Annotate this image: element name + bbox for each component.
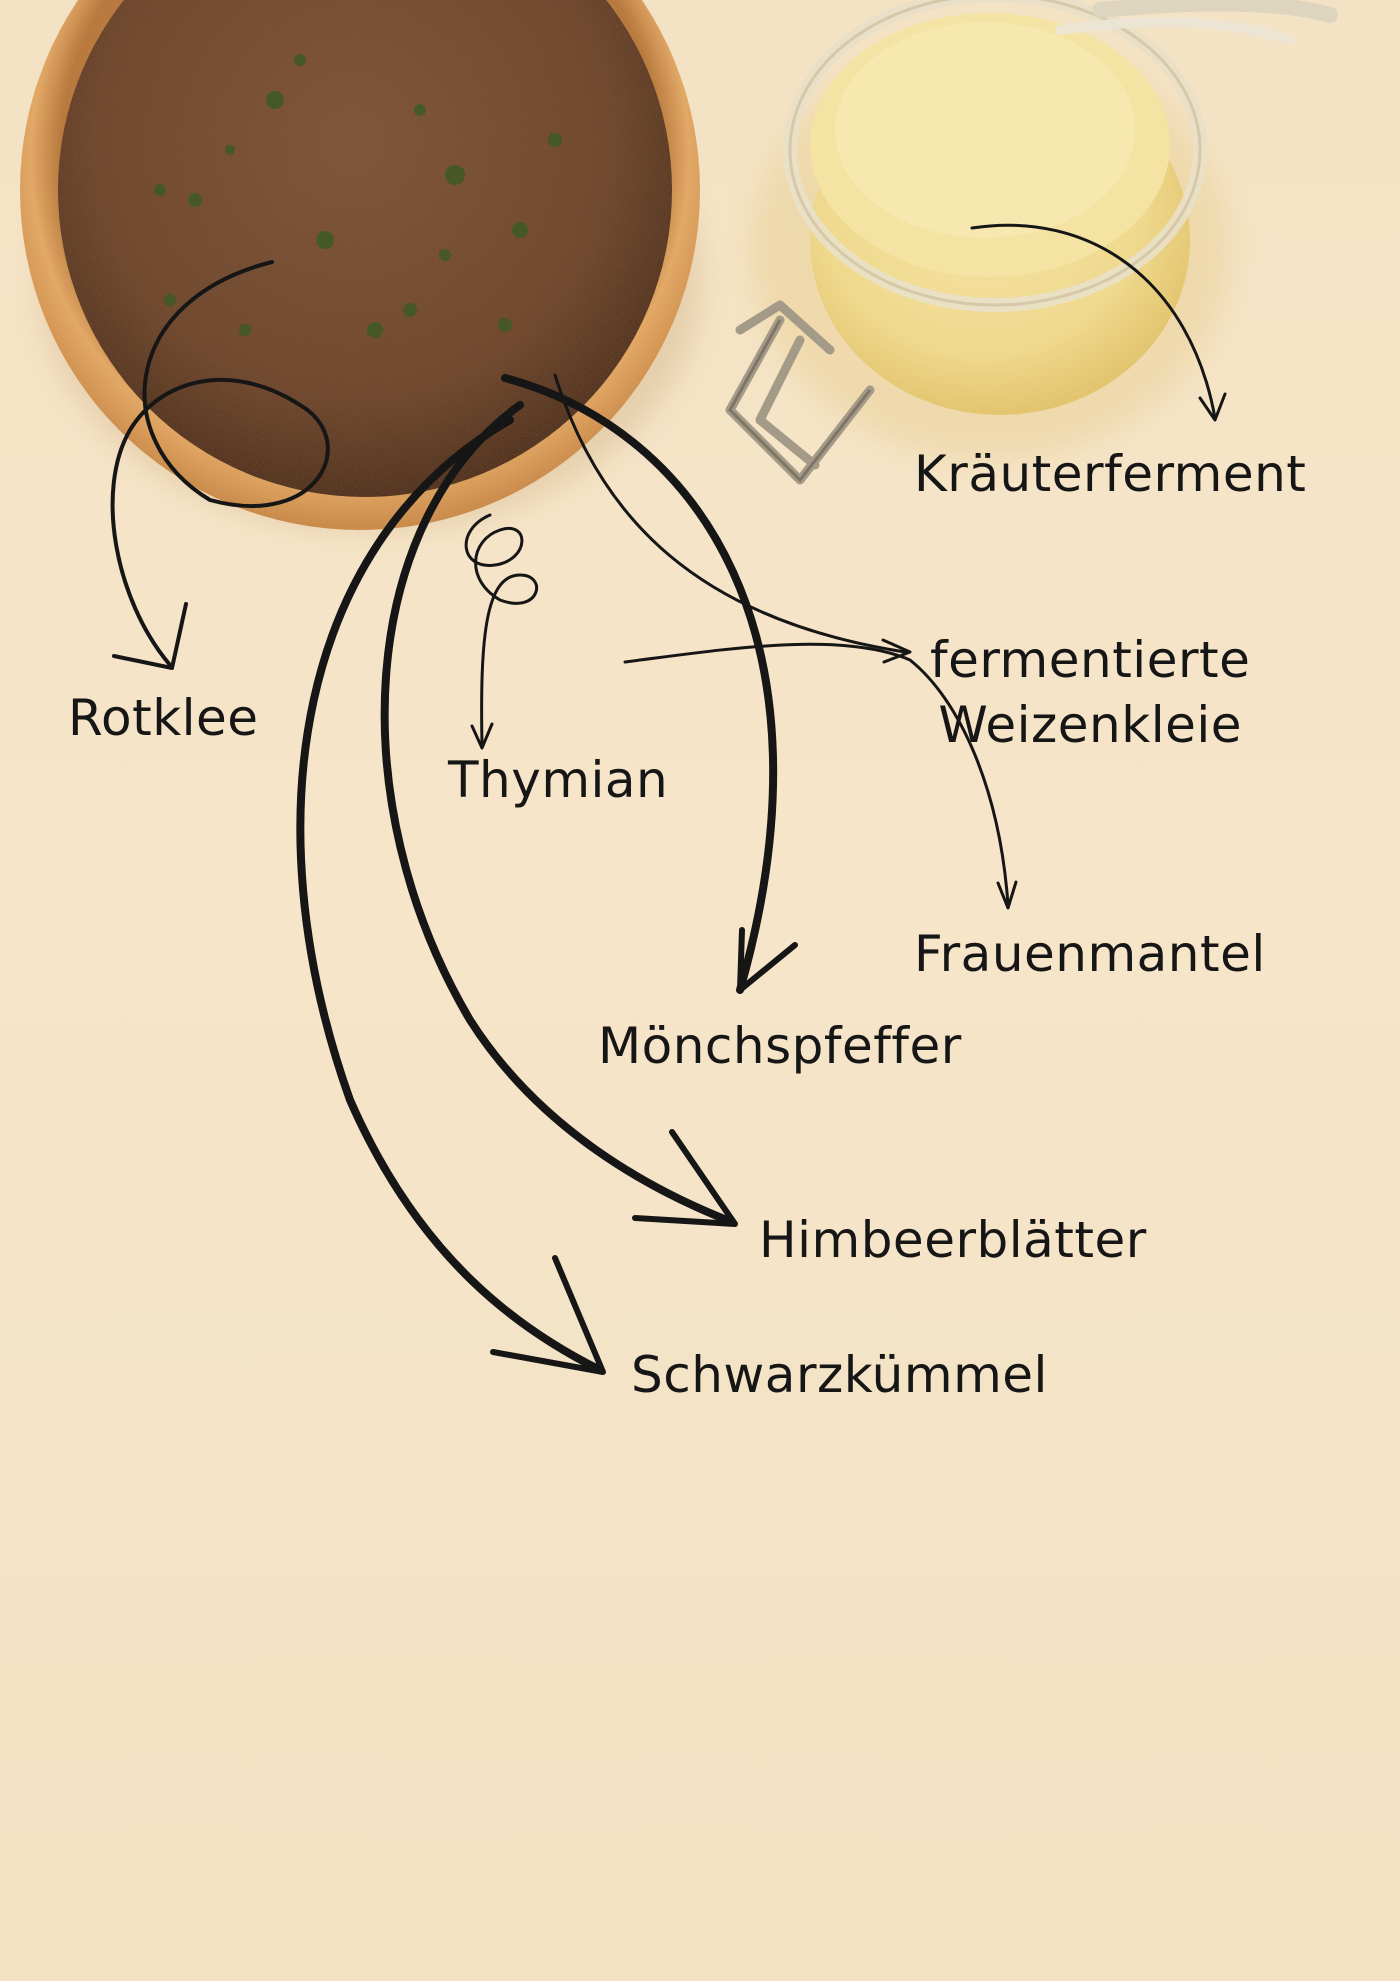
- label-rotklee: Rotklee: [68, 689, 259, 747]
- label-schwarzkuemmel: Schwarzkümmel: [631, 1346, 1048, 1404]
- label-frauenmantel: Frauenmantel: [914, 925, 1266, 983]
- label-weizenkleie: fermentierte Weizenkleie: [930, 631, 1251, 754]
- arrow-schwarzkuemmel: [296, 416, 604, 1374]
- arrow-moenchspfeffer: [501, 374, 778, 994]
- label-thymian: Thymian: [448, 751, 669, 809]
- arrow-himbeerblaetter: [380, 401, 736, 1226]
- wooden-bowl-icon: [20, 0, 700, 530]
- label-kraeuterferment: Kräuterferment: [914, 445, 1307, 503]
- annotation-arrows: [110, 223, 1227, 1375]
- label-himbeerblaetter: Himbeerblätter: [759, 1211, 1147, 1269]
- arrow-thymian: [464, 513, 538, 747]
- arrow-kraeuterferment: [970, 223, 1217, 420]
- arrow-frauenmantel: [623, 642, 1010, 907]
- arrow-weizenkleie: [553, 373, 907, 654]
- label-moenchspfeffer: Mönchspfeffer: [598, 1017, 962, 1075]
- arrow-rotklee: [110, 260, 330, 667]
- glass-jar-icon: [725, 0, 1338, 485]
